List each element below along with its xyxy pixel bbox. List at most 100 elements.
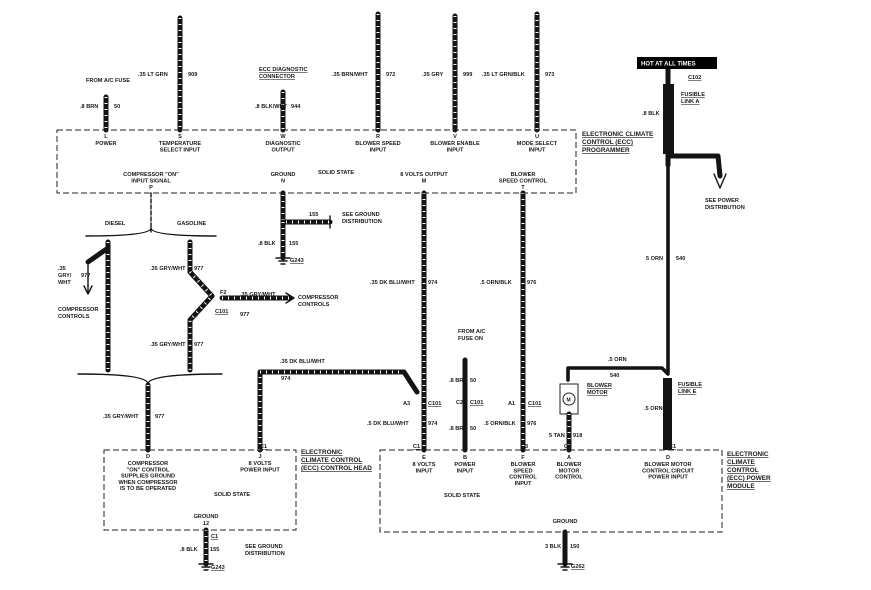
from-ac-fuse-on: FROM A/C <box>458 329 485 335</box>
wire-976-color: .5 ORN/BLK <box>480 280 512 286</box>
gasoline-wire-number-right: 977 <box>240 312 249 318</box>
head-pin-d-label: IS TO BE OPERATED <box>120 486 176 492</box>
programmer-top-pin-label: INPUT <box>529 148 546 154</box>
fusible-link-e-body <box>663 378 672 450</box>
ground-wire-number: 155 <box>309 212 318 218</box>
head-pin-j-letter: J <box>258 454 261 460</box>
power-module-pin-letter: A <box>567 455 571 461</box>
wire-compressor-signal <box>85 192 217 237</box>
programmer-top-wire-color: .35 LT GRN <box>138 72 168 78</box>
power-module-pin-label: BLOWER <box>511 462 536 468</box>
hot-at-all-times-banner <box>637 57 717 69</box>
diesel-wire-color: WHT <box>58 280 71 286</box>
compressor-controls-gasoline: CONTROLS <box>298 302 330 308</box>
wire-974-number: 974 <box>428 280 438 286</box>
wire-540-b-number: 540 <box>610 373 619 379</box>
head-wire-977-number: 977 <box>155 414 164 420</box>
head-pin-d-letter: D <box>146 454 150 460</box>
connector-c1-head: C1 <box>260 444 267 450</box>
connector-c1-right: C1 <box>669 444 676 450</box>
wire-diesel-977 <box>83 239 111 373</box>
connector-c102: C102 <box>688 75 701 81</box>
power-module-ground: GROUND <box>553 519 578 525</box>
head-ground-wire-color: .8 BLK <box>180 547 198 553</box>
wire-976-b-number: 976 <box>527 421 536 427</box>
power-module-pin-label: INPUT <box>457 468 474 474</box>
ecc-diagnostic-connector: CONNECTOR <box>259 74 295 80</box>
gasoline-wire-color-upper: .35 GRY/WHT <box>150 266 186 272</box>
wire-976-b-color: .5 ORN/BLK <box>484 421 516 427</box>
head-pin-d-label: COMPRESSOR <box>128 461 168 467</box>
fusible-link-a-label: FUSIBLE <box>681 92 705 98</box>
power-module-pin-label: CONTROL <box>509 475 537 481</box>
programmer-top-pin-label: OUTPUT <box>272 148 296 154</box>
head-pin-j-label: POWER INPUT <box>240 467 280 473</box>
ground-symbol-g243-top <box>275 257 291 265</box>
blower-motor-icon <box>562 392 576 406</box>
programmer-top-wire-number: 944 <box>291 104 301 110</box>
programmer-top-wire-number: 972 <box>386 72 395 78</box>
programmer-bottom-pin-label: COMPRESSOR "ON" <box>123 172 179 178</box>
programmer-bottom-pin-letter: P <box>149 185 153 191</box>
fusible-link-e-label: FUSIBLE <box>678 382 702 388</box>
control-head-title: (ECC) CONTROL HEAD <box>301 465 372 472</box>
wire-974-color: .35 DK BLU/WHT <box>370 280 415 286</box>
programmer-top-pin-letter: S <box>178 134 182 140</box>
control-head-title: CLIMATE CONTROL <box>301 457 362 464</box>
gasoline-wire-color-right: .35 GRY/WHT <box>240 292 276 298</box>
programmer-top-pin-label: MODE SELECT <box>517 141 558 147</box>
programmer-bottom-pin-letter: T <box>521 185 525 191</box>
see-ground-distribution-top: DISTRIBUTION <box>342 219 382 225</box>
ecc-programmer-box <box>56 129 577 194</box>
programmer-top-pin-letter: W <box>280 134 286 140</box>
programmer-bottom-pin-label: SPEED CONTROL <box>499 179 548 185</box>
ground-wire-number-lower: 155 <box>289 241 298 247</box>
power-module-solid-state: SOLID STATE <box>444 493 480 499</box>
power-module-pin-label: POWER <box>454 462 475 468</box>
connector-c101-left: C101 <box>215 309 228 315</box>
wire-fusible-link-a <box>663 67 727 189</box>
connector-c101-a1: C101 <box>528 401 541 407</box>
power-module-pin-label: 8 VOLTS <box>413 462 436 468</box>
wire-150-color: 3 BLK <box>545 544 561 550</box>
programmer-top-pin-letter: R <box>376 134 380 140</box>
head-pin-d-label: WHEN COMPRESSOR <box>118 480 177 486</box>
compressor-controls-gasoline: COMPRESSOR <box>298 295 338 301</box>
head-pin-d-label: "ON" CONTROL <box>127 467 170 473</box>
diesel-wire-color: GRY/ <box>58 273 72 279</box>
wire-540-b-color: .5 ORN <box>608 357 627 363</box>
head-pin-d-label: SUPPLIES GROUND <box>121 474 175 480</box>
wire-ground-155 <box>280 190 333 261</box>
wire-540-color: 5 ORN <box>646 256 663 262</box>
programmer-bottom-pin-label: GROUND <box>271 172 296 178</box>
wire-50-number: 50 <box>470 378 476 384</box>
connector-c1-head-ground: C1 <box>211 534 218 540</box>
head-ground-wire-number: 155 <box>210 547 219 553</box>
connector-c3: C3 <box>521 444 528 450</box>
power-module-title: CONTROL <box>727 467 759 474</box>
compressor-controls-diesel: CONTROLS <box>58 314 90 320</box>
power-module-title: CLIMATE <box>727 459 756 466</box>
connector-c101-c2: C101 <box>470 400 483 406</box>
programmer-title: ELECTRONIC CLIMATE <box>582 131 654 138</box>
control-head-ground-number: 12 <box>203 521 209 527</box>
programmer-top-wire-number: 973 <box>545 72 554 78</box>
power-module-title: ELECTRONIC <box>727 451 769 458</box>
see-ground-distribution-top: SEE GROUND <box>342 212 380 218</box>
wire-977-to-head <box>77 373 223 453</box>
programmer-bottom-pin-label: BLOWER <box>511 172 536 178</box>
programmer-top-wire-color: .35 LT GRN/BLK <box>482 72 525 78</box>
compressor-controls-diesel: COMPRESSOR <box>58 307 98 313</box>
programmer-top-pin-label: SELECT INPUT <box>160 148 201 154</box>
gasoline-wire-number-lower: 977 <box>194 342 203 348</box>
from-ac-fuse-label: FROM A/C FUSE <box>86 78 130 84</box>
wire-974-head-color: .35 DK BLU/WHT <box>280 359 325 365</box>
ground-symbol-g262 <box>557 563 573 571</box>
see-power-distribution: SEE POWER <box>705 198 739 204</box>
from-ac-fuse-on: FUSE ON <box>458 336 483 342</box>
wire-50-color: .8 BRN <box>449 378 467 384</box>
see-power-distribution: DISTRIBUTION <box>705 205 745 211</box>
programmer-bottom-pin-label: 8 VOLTS OUTPUT <box>400 172 448 178</box>
head-pin-j-label: 8 VOLTS <box>249 461 272 467</box>
